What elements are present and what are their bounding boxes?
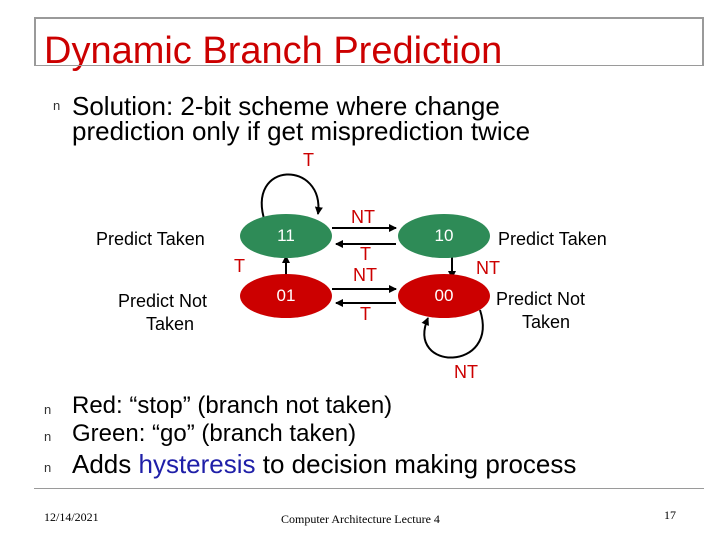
bullet-marker-1: n <box>44 402 52 417</box>
state-01-label: 01 <box>276 286 296 305</box>
title-frame-right <box>702 17 704 65</box>
edge-label-10-to-11: T <box>360 244 371 264</box>
bullet-hysteresis-post: to decision making process <box>255 449 577 479</box>
state-00 <box>398 274 490 318</box>
edge-label-10-to-00: NT <box>476 258 500 278</box>
footer-date: 12/14/2021 <box>44 510 99 524</box>
edge-label-01-to-00: NT <box>353 265 377 285</box>
title-rule <box>34 65 704 66</box>
state-11 <box>240 214 332 258</box>
label-predict-taken-right: Predict Taken <box>498 229 607 249</box>
state-10 <box>398 214 490 258</box>
footer-page-number: 17 <box>664 508 676 522</box>
bullet-hysteresis: Adds hysteresis to decision making proce… <box>72 451 576 477</box>
label-predict-taken-left: Predict Taken <box>96 229 205 249</box>
intro-line-2: prediction only if get misprediction twi… <box>72 116 531 146</box>
title-frame-top <box>34 17 704 19</box>
edge-self-loop-00 <box>421 309 484 359</box>
state-00-label: 00 <box>434 286 454 305</box>
bullet-red-stop: Red: “stop” (branch not taken) <box>72 392 393 419</box>
hysteresis-highlight: hysteresis <box>138 449 256 479</box>
edge-self-loop-11 <box>260 173 323 223</box>
state-10-label: 10 <box>434 226 454 245</box>
edge-label-self-loop-11: T <box>303 150 314 170</box>
label-predict-not-left-1: Predict Not <box>118 291 208 311</box>
edge-label-00-to-01: T <box>360 304 371 324</box>
bullet-green-go: Green: “go” (branch taken) <box>72 420 357 447</box>
state-01 <box>240 274 332 318</box>
intro-line-1: Solution: 2-bit scheme where change <box>72 91 500 121</box>
bullet-marker-3: n <box>44 460 52 475</box>
edge-label-11-to-10: NT <box>351 207 375 227</box>
bullet-marker-2: n <box>44 429 52 444</box>
label-predict-not-right-1: Predict Not <box>496 289 586 309</box>
footer-course: Computer Architecture Lecture 4 <box>281 512 440 526</box>
edge-label-self-loop-00: NT <box>454 362 478 382</box>
bullet-hysteresis-pre: Adds <box>72 449 139 479</box>
title-frame-left <box>34 17 36 65</box>
edge-label-01-to-11: T <box>234 256 245 276</box>
state-11-label: 11 <box>277 226 295 245</box>
label-predict-not-right-2: Taken <box>522 312 571 332</box>
label-predict-not-left-2: Taken <box>146 314 195 334</box>
bullet-marker-intro: n <box>53 98 61 113</box>
footer-rule <box>34 488 704 489</box>
